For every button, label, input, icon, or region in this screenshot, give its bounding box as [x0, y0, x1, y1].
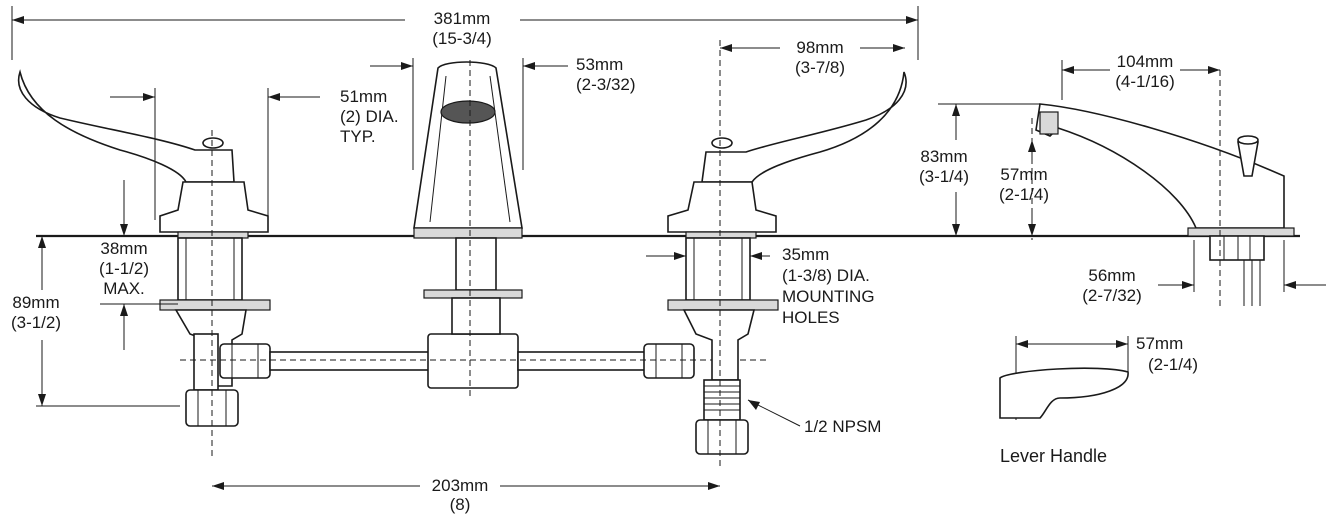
handle-dia-line3: TYP.	[340, 127, 376, 146]
mounting-holes-line2: (1-3/8) DIA.	[782, 266, 870, 285]
handle-reach-dimension: 98mm (3-7/8)	[720, 38, 905, 77]
spout-reach-mm: 104mm	[1117, 52, 1174, 71]
handle-reach-in: (3-7/8)	[795, 58, 845, 77]
center-to-center-mm: 203mm	[432, 476, 489, 495]
center-spout-assembly	[413, 60, 523, 400]
crossover-pipe	[180, 333, 770, 389]
overall-width-in: (15-3/4)	[432, 29, 492, 48]
side-offset-mm: 56mm	[1088, 266, 1135, 285]
handle-diameter-dimension: 51mm (2) DIA. TYP.	[110, 87, 399, 220]
lever-handle-caption: Lever Handle	[1000, 446, 1107, 466]
max-deck-dimension: 38mm (1-1/2) MAX.	[99, 180, 178, 350]
outlet-height-dimension: 57mm (2-1/4)	[999, 140, 1049, 236]
side-offset-in: (2-7/32)	[1082, 286, 1142, 305]
lever-length-in: (2-1/4)	[1148, 355, 1198, 374]
mounting-holes-line4: HOLES	[782, 308, 840, 327]
spout-width-mm: 53mm	[576, 55, 623, 74]
inlet-thread-callout: 1/2 NPSM	[747, 399, 881, 436]
overall-width-mm: 381mm	[434, 9, 491, 28]
outlet-height-in: (2-1/4)	[999, 185, 1049, 204]
lever-handle-detail: 57mm (2-1/4) Lever Handle	[999, 334, 1198, 466]
spout-height-dimension: 83mm (3-1/4)	[919, 103, 1040, 236]
mounting-holes-dimension: 35mm (1-3/8) DIA. MOUNTING HOLES	[646, 245, 875, 327]
max-deck-mm: 38mm	[100, 239, 147, 258]
overall-width-dimension: 381mm (15-3/4)	[11, 6, 919, 60]
handle-dia-line2: (2) DIA.	[340, 107, 399, 126]
spout-reach-in: (4-1/16)	[1115, 72, 1175, 91]
mounting-holes-mm: 35mm	[782, 245, 829, 264]
right-handle-assembly	[667, 40, 907, 470]
outlet-height-mm: 57mm	[1000, 165, 1047, 184]
below-deck-in: (3-1/2)	[11, 313, 61, 332]
center-to-center-in: (8)	[450, 495, 471, 514]
below-deck-mm: 89mm	[12, 293, 59, 312]
spout-height-in: (3-1/4)	[919, 167, 969, 186]
handle-dia-mm: 51mm	[340, 87, 387, 106]
spout-height-mm: 83mm	[920, 147, 967, 166]
lever-length-mm: 57mm	[1136, 334, 1183, 353]
spout-width-in: (2-3/32)	[576, 75, 636, 94]
mounting-holes-line3: MOUNTING	[782, 287, 875, 306]
side-view-spout	[1031, 70, 1295, 310]
inlet-thread-label: 1/2 NPSM	[804, 417, 881, 436]
max-deck-note: MAX.	[103, 279, 145, 298]
spout-width-dimension: 53mm (2-3/32)	[370, 55, 636, 170]
max-deck-in: (1-1/2)	[99, 259, 149, 278]
center-to-center-dimension: 203mm (8)	[212, 476, 720, 514]
side-offset-dimension: 56mm (2-7/32)	[1082, 240, 1326, 305]
spout-reach-dimension: 104mm (4-1/16)	[1061, 52, 1220, 100]
handle-reach-mm: 98mm	[796, 38, 843, 57]
below-deck-dimension: 89mm (3-1/2)	[11, 236, 180, 407]
